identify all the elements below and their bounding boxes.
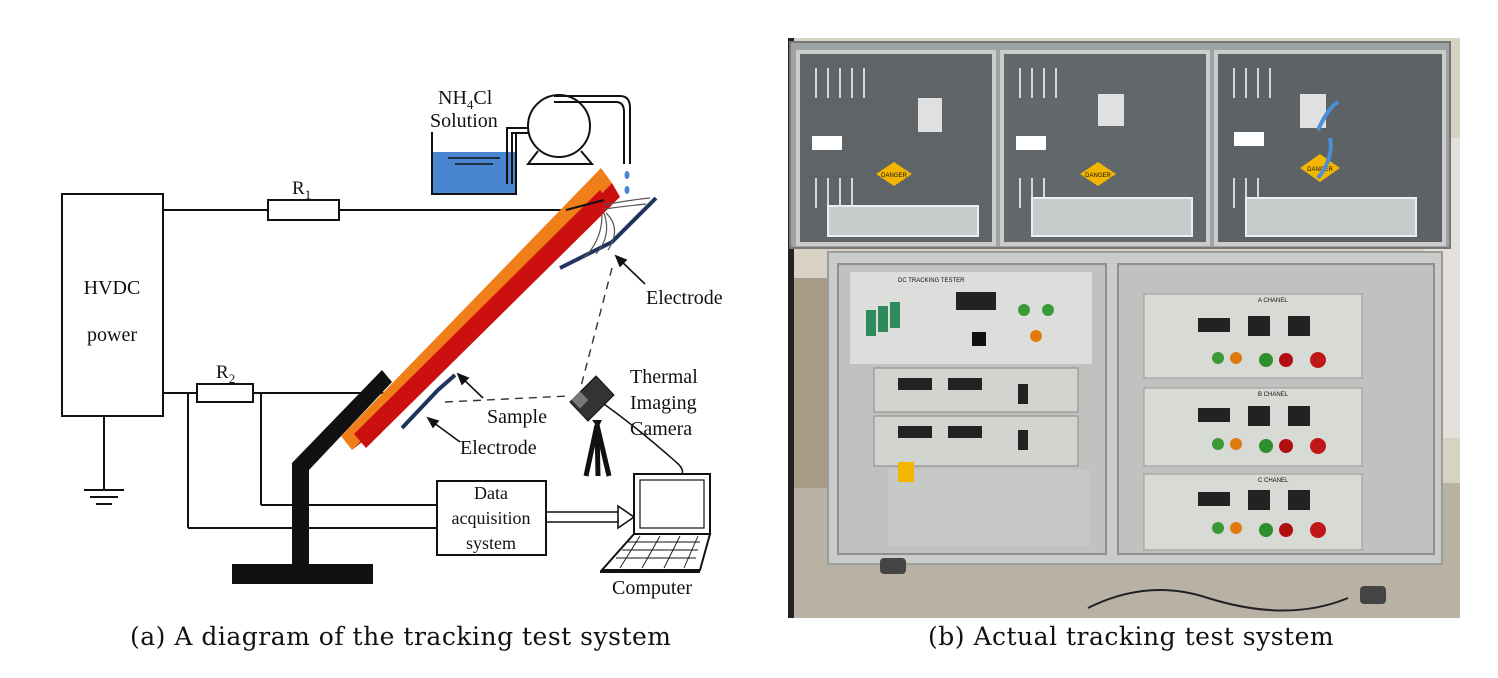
channel-c-label: C CHANEL	[1258, 478, 1289, 484]
camera-view-lines	[444, 267, 613, 403]
hvdc-power-box	[61, 193, 164, 417]
annotation-arrows	[426, 254, 646, 443]
tracking-test-diagram: HVDC power R1 R2 NH4Cl Solution	[0, 0, 760, 620]
warning-label	[898, 462, 914, 482]
r2-wire	[163, 392, 437, 529]
hvdc-label: HVDC	[84, 277, 141, 299]
tracking-test-photo: DANGER DANGER DANGER DC TRACKING TESTER	[788, 38, 1460, 618]
cabinet-casters	[880, 558, 1386, 604]
caption-b: (b) Actual tracking test system	[928, 622, 1335, 651]
blue-tube	[1316, 100, 1340, 180]
sample-trays	[827, 197, 1417, 237]
tester-sockets	[866, 302, 900, 336]
channel-b-label: B CHANEL	[1258, 392, 1289, 398]
pump	[506, 94, 631, 184]
ground-symbol	[84, 416, 124, 505]
meter-unit-2	[873, 415, 1079, 467]
electrode-lower-label: Electrode	[460, 437, 537, 459]
tester-green-light-2	[1042, 304, 1054, 316]
camera-label-1: Thermal	[630, 366, 698, 388]
channel-a-label: A CHANEL	[1258, 298, 1288, 304]
solution-drops	[624, 171, 630, 194]
daq-to-computer-arrow	[546, 504, 636, 530]
tester-orange-light	[1030, 330, 1042, 342]
computer-icon	[599, 473, 712, 573]
channel-displays	[1198, 316, 1310, 510]
sample-red-body	[354, 190, 612, 448]
r2-label: R2	[216, 362, 235, 386]
upper-electrode-wire	[565, 199, 605, 211]
channel-indicator-lights	[1212, 352, 1326, 538]
daq-label-3: system	[466, 533, 516, 553]
solution-label: NH4Cl	[438, 87, 493, 112]
tester-green-light-1	[1018, 304, 1030, 316]
tester-knob	[972, 332, 986, 346]
upper-electrode	[559, 196, 658, 270]
r1-label: R1	[292, 178, 311, 202]
danger-text-3: DANGER	[1307, 167, 1333, 173]
danger-text-1: DANGER	[881, 173, 907, 179]
electrode-upper-label: Electrode	[646, 287, 723, 309]
danger-text-2: DANGER	[1085, 173, 1111, 179]
power-label: power	[87, 324, 137, 346]
caption-a: (a) A diagram of the tracking test syste…	[130, 622, 672, 651]
thermal-camera-icon	[569, 375, 684, 479]
photo-left-dark-edge	[788, 38, 794, 618]
resistor-r2	[196, 383, 254, 403]
solution-tank	[431, 132, 517, 195]
meter-displays	[898, 378, 1028, 450]
solution-label-2: Solution	[430, 110, 498, 132]
computer-label: Computer	[612, 577, 692, 599]
danger-signs: DANGER DANGER DANGER	[812, 132, 1340, 186]
floor-cables	[1087, 589, 1349, 612]
sample-orange-layer	[341, 168, 612, 450]
sample-stand	[232, 370, 392, 584]
camera-label-2: Imaging	[630, 392, 697, 414]
tester-display	[956, 292, 996, 310]
lower-blank-panel	[888, 470, 1090, 546]
camera-label-3: Camera	[630, 418, 692, 440]
resistor-r1	[267, 199, 340, 221]
channel-panels	[1143, 293, 1363, 551]
lower-electrode	[400, 373, 457, 430]
daq-box	[436, 480, 547, 556]
daq-label-2: acquisition	[452, 508, 531, 528]
sample-label: Sample	[487, 406, 547, 428]
tester-title: DC TRACKING TESTER	[898, 278, 965, 284]
daq-label-1: Data	[474, 483, 508, 503]
